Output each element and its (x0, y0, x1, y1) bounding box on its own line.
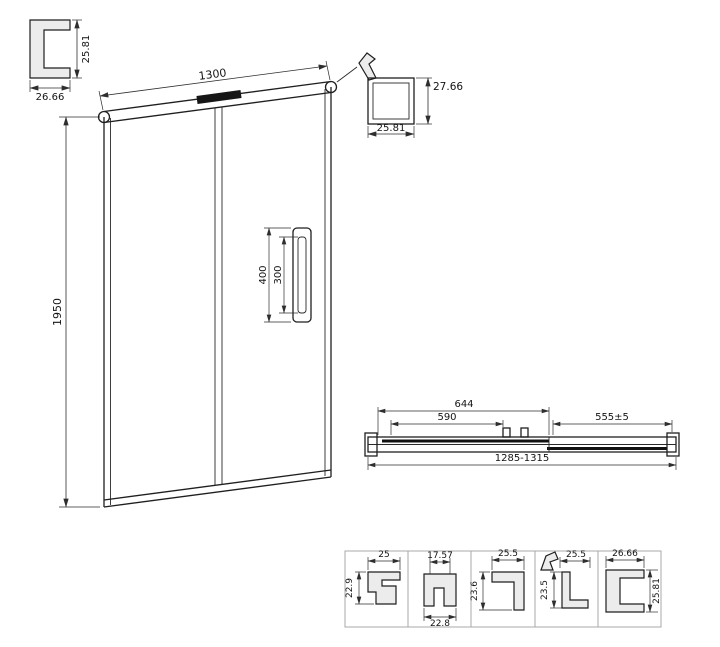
bottom-rail-upper-edge (103, 469, 332, 501)
dim-label-wall-profile-height: 25.81 (81, 35, 92, 64)
profile-section-1 (367, 571, 401, 605)
dim-label-overall-width: 1285-1315 (495, 453, 550, 464)
dim-label-detail4-side: 23.5 (540, 580, 550, 600)
door-front-view: 1300 1950 400 300 (51, 60, 358, 508)
dimension-line-door-width (99, 64, 328, 98)
dim-label-detail2-bottom: 22.8 (430, 619, 450, 629)
profile-detail-cell-4: 25.5 23.5 (540, 550, 591, 609)
profile-section-4 (561, 571, 589, 609)
corner-profile-detail-top-right: 27.66 25.81 (358, 52, 463, 138)
dim-label-detail3-side: 23.6 (470, 581, 480, 601)
profile-detail-cell-1: 25 22.9 (345, 550, 401, 605)
dim-label-detail5-side: 25.81 (652, 578, 662, 604)
detail-strip-border (344, 550, 662, 628)
extension-line (325, 60, 331, 81)
profile-section-5 (605, 569, 645, 613)
dim-label-handle-outer: 400 (258, 265, 269, 284)
dim-label-detail3-top: 25.5 (498, 549, 518, 559)
dim-label-handle-inner: 300 (273, 265, 284, 284)
door-handle-slot (297, 236, 307, 314)
wall-profile-section (29, 19, 71, 79)
profile-detail-cell-3: 25.5 23.6 (470, 549, 525, 611)
profile-detail-cell-2: 17.57 22.8 (423, 551, 457, 629)
corner-profile-body (367, 77, 415, 125)
dim-label-door-panel: 590 (437, 412, 456, 423)
door-handle (292, 227, 312, 323)
dim-label-detail5-top: 26.66 (612, 549, 638, 559)
track-bracket (196, 90, 242, 104)
dim-label-fixed-panel: 555±5 (595, 412, 629, 423)
dim-label-glass-span: 644 (454, 399, 473, 410)
dim-label-wall-profile-width: 26.66 (36, 92, 65, 103)
bottom-rail-lower-edge (103, 476, 332, 508)
dim-label-corner-width: 25.81 (377, 123, 406, 134)
profile-section-3 (491, 571, 525, 611)
profile-hook-4 (540, 551, 559, 571)
detail-leader-line (336, 66, 358, 83)
corner-profile-body-inner (372, 82, 410, 120)
plan-handle-knob-b (520, 427, 529, 438)
door-plan-view: 644 590 555±5 1285-1315 (364, 399, 680, 470)
profile-detail-cell-5: 26.66 25.81 (605, 549, 662, 613)
profile-section-2 (423, 573, 457, 607)
dim-label-detail1-top: 25 (378, 550, 389, 560)
plan-end-cap-right (666, 432, 680, 457)
dim-label-detail1-side: 22.9 (345, 578, 355, 598)
extension-line (98, 90, 104, 111)
corner-profile-hook (358, 52, 377, 81)
dim-label-detail2-top: 17.57 (427, 551, 453, 561)
profile-details-strip: 25 22.9 17.57 22.8 25.5 (344, 549, 662, 629)
top-track-lower-edge (103, 91, 332, 124)
plan-handle-knob-a (502, 427, 511, 438)
dim-label-corner-height: 27.66 (433, 81, 463, 93)
wall-profile-detail-top-left: 25.81 26.66 (29, 19, 92, 103)
dim-label-door-height: 1950 (51, 298, 64, 326)
dim-label-detail4-top: 25.5 (566, 550, 586, 560)
plan-end-cap-left (364, 432, 378, 457)
dim-label-door-width: 1300 (198, 66, 227, 83)
